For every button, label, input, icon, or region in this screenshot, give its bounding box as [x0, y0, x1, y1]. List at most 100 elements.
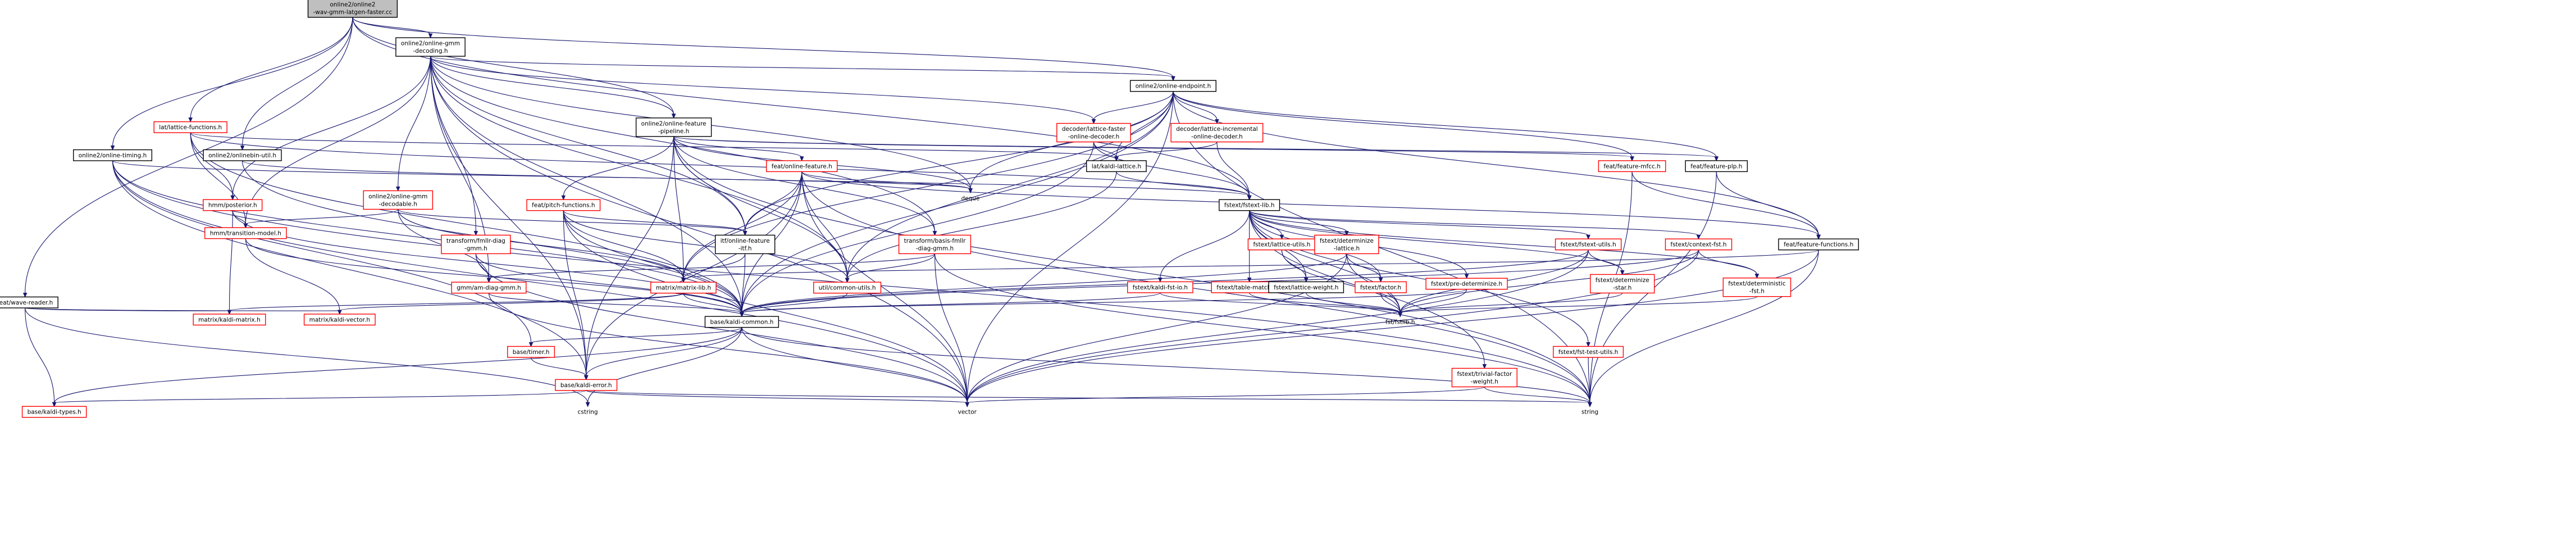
header-node[interactable]: matrix/kaldi-matrix.h [193, 314, 266, 326]
edge-arrowhead [1247, 195, 1252, 201]
include-edge [586, 390, 1590, 403]
header-node[interactable]: base/kaldi-error.h [555, 379, 618, 391]
include-edge [1116, 142, 1218, 158]
header-node[interactable]: fstext/lattice-weight.h [1268, 281, 1344, 293]
header-node[interactable]: fstext/determinize-lattice.h [1314, 234, 1379, 255]
header-node[interactable]: fstext/trivial-factor-weight.h [1451, 367, 1518, 388]
node-label: decoder/lattice-faster [1062, 126, 1126, 133]
node-label: -decoding.h [413, 48, 448, 55]
include-edge [1173, 91, 1590, 403]
include-edge [563, 210, 684, 279]
header-node[interactable]: feat/online-feature.h [766, 160, 838, 173]
header-node[interactable]: feat/feature-functions.h [1778, 238, 1859, 251]
include-edge [563, 210, 746, 232]
include-edge [531, 327, 742, 344]
edge-arrowhead [1620, 270, 1625, 275]
node-label: base/kaldi-types.h [28, 409, 81, 416]
header-node[interactable]: online2/online-feature-pipeline.h [635, 117, 712, 137]
include-edge [190, 132, 1250, 197]
include-edge [1399, 289, 1467, 314]
edge-arrowhead [486, 278, 491, 283]
header-node[interactable]: transform/fmllr-diag-gmm.h [441, 234, 511, 255]
include-edge [741, 253, 1347, 314]
node-box [395, 37, 466, 57]
edge-arrowhead [240, 146, 245, 151]
header-node[interactable]: lat/kaldi-lattice.h [1086, 160, 1147, 173]
header-node[interactable]: fstext/context-fst.h [1665, 238, 1732, 251]
include-edge [112, 161, 532, 343]
dependency-edges [22, 17, 1821, 407]
header-node[interactable]: hmm/transition-model.h [204, 227, 287, 239]
header-node[interactable]: gmm/am-diag-gmm.h [451, 282, 527, 294]
header-node[interactable]: fstext/deterministic-fst.h [1722, 277, 1791, 297]
include-edge [563, 210, 587, 376]
include-edge [398, 208, 746, 232]
edge-arrowhead [1171, 76, 1175, 81]
include-edge [430, 56, 742, 314]
include-edge [112, 161, 968, 403]
include-edge [352, 17, 431, 35]
node-box [307, 0, 398, 18]
header-node[interactable]: online2/online-timing.h [73, 149, 153, 161]
header-node[interactable]: online2/online-gmm-decoding.h [395, 37, 466, 57]
header-node[interactable]: online2/online-endpoint.h [1129, 80, 1217, 92]
header-node[interactable]: online2/online2-wav-gmm-latgen-faster.cc [307, 0, 398, 18]
node-box [0, 296, 58, 308]
include-edge [673, 136, 1590, 403]
header-node[interactable]: feat/wave-reader.h [0, 296, 58, 308]
header-node[interactable]: base/kaldi-types.h [21, 406, 87, 418]
node-label: decoder/lattice-incremental [1176, 126, 1258, 133]
include-edge [232, 210, 742, 314]
include-edge [245, 56, 431, 225]
edge-arrowhead [473, 230, 478, 236]
header-node[interactable]: fstext/pre-determinize.h [1425, 278, 1508, 290]
header-node[interactable]: fstext/fstext-lib.h [1219, 199, 1280, 211]
node-label: lat/kaldi-lattice.h [1092, 163, 1141, 170]
node-label: feat/feature-functions.h [1784, 242, 1853, 248]
header-node[interactable]: matrix/matrix-lib.h [650, 282, 717, 294]
header-node: string [1581, 409, 1598, 416]
header-node[interactable]: online2/onlinebin-util.h [203, 149, 282, 161]
edge-arrowhead [965, 402, 970, 407]
include-edge [586, 390, 968, 403]
header-node[interactable]: decoder/lattice-incremental-online-decod… [1170, 122, 1264, 143]
header-node[interactable]: hmm/posterior.h [203, 199, 263, 211]
node-box [1219, 199, 1280, 211]
header-node[interactable]: decoder/lattice-faster-online-decoder.h [1056, 122, 1131, 143]
header-node[interactable]: feat/feature-mfcc.h [1598, 160, 1666, 173]
node-box [635, 117, 712, 137]
header-node[interactable]: itf/online-feature-itf.h [714, 234, 776, 255]
node-label: fstext/fstext-lib.h [1224, 202, 1275, 209]
include-edge [586, 171, 803, 376]
header-node[interactable]: fstext/fstext-utils.h [1554, 238, 1622, 251]
header-node[interactable]: feat/feature-plp.h [1685, 160, 1748, 173]
header-node[interactable]: fstext/factor.h [1355, 281, 1407, 293]
header-node[interactable]: fstext/determinize-star.h [1590, 274, 1655, 294]
edge-arrowhead [1398, 312, 1403, 317]
header-node[interactable]: fstext/fst-test-utils.h [1553, 346, 1624, 358]
header-node[interactable]: matrix/kaldi-vector.h [303, 314, 376, 326]
include-edge [25, 307, 55, 403]
header-node[interactable]: feat/pitch-functions.h [526, 199, 601, 211]
header-node[interactable]: fstext/kaldi-fst-io.h [1127, 281, 1193, 293]
node-box [507, 346, 555, 358]
include-edge [430, 56, 968, 403]
header-node[interactable]: transform/basis-fmllr-diag-gmm.h [898, 234, 972, 255]
include-edge [741, 292, 1161, 314]
node-box [1127, 281, 1193, 293]
include-edge [563, 210, 742, 314]
include-edge [1281, 249, 1307, 279]
include-edge [741, 327, 968, 403]
header-node[interactable]: base/kaldi-common.h [704, 316, 779, 328]
edge-arrowhead [845, 278, 850, 283]
header-node[interactable]: lat/lattice-functions.h [153, 121, 227, 133]
header-node[interactable]: fstext/lattice-utils.h [1247, 238, 1316, 251]
node-box [21, 406, 87, 418]
include-edge [531, 357, 587, 376]
node-label: feat/wave-reader.h [0, 300, 53, 306]
header-node[interactable]: util/common-utils.h [813, 282, 882, 294]
include-edge [1589, 249, 1819, 403]
edge-arrowhead [1696, 234, 1701, 240]
header-node[interactable]: base/timer.h [507, 346, 555, 358]
header-node[interactable]: online2/online-gmm-decodable.h [363, 190, 434, 210]
